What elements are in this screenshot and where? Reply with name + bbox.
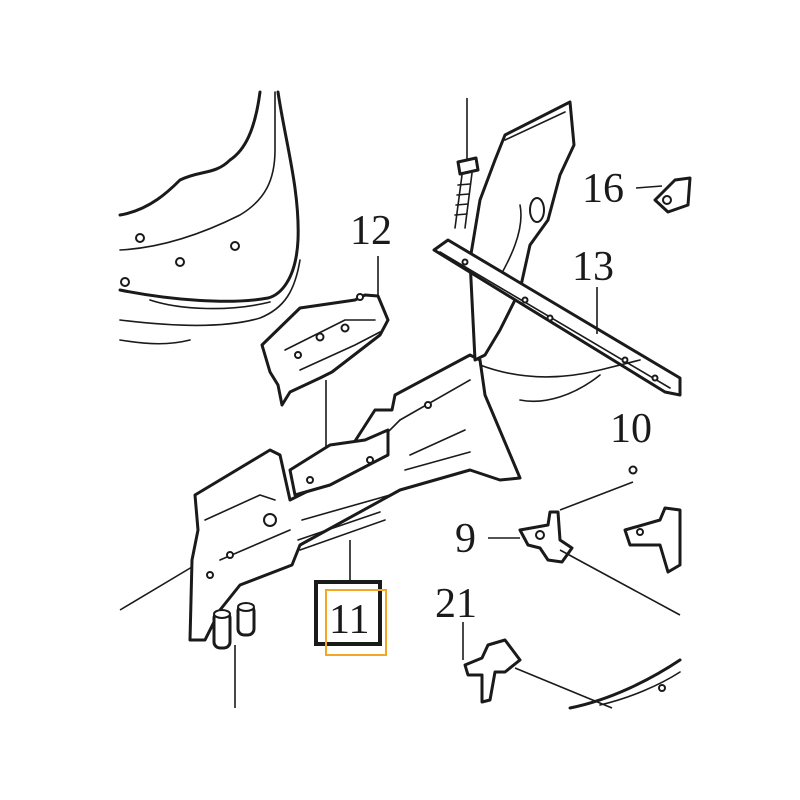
right-bracket — [623, 506, 682, 574]
part-13-upper-rail[interactable] — [432, 100, 682, 403]
callout-16[interactable]: 16 — [582, 166, 624, 212]
part-16-clip[interactable] — [635, 176, 692, 214]
callout-21[interactable]: 21 — [435, 581, 477, 627]
callout-13[interactable]: 13 — [572, 244, 614, 290]
part-11-side-member[interactable] — [119, 353, 522, 708]
callout-9[interactable]: 9 — [455, 516, 476, 562]
front-cross-panel — [568, 658, 682, 710]
callout-11-selected[interactable]: 11 — [314, 580, 387, 656]
part-10-fastener[interactable] — [559, 465, 638, 511]
part-9-bracket[interactable] — [488, 510, 681, 616]
callout-12[interactable]: 12 — [350, 208, 392, 254]
callout-10[interactable]: 10 — [610, 406, 652, 452]
bolt-fastener — [454, 98, 480, 229]
part-21-bracket[interactable] — [462, 622, 613, 709]
selection-highlight — [325, 589, 387, 656]
part-12-bracket[interactable] — [260, 256, 390, 462]
callout-11[interactable]: 11 — [329, 597, 369, 643]
wheelhouse-panel — [118, 90, 301, 345]
